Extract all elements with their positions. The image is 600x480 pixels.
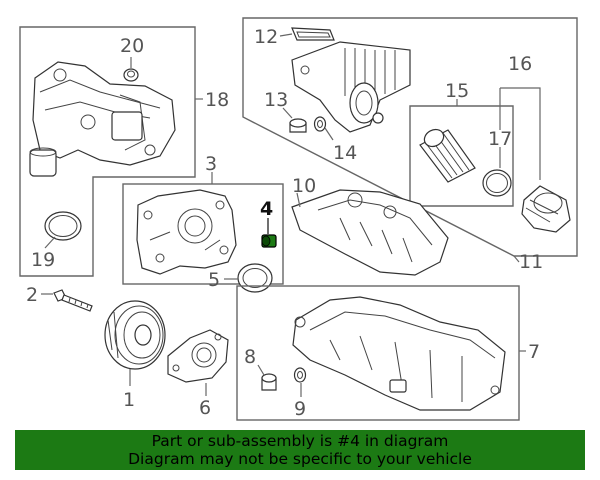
part-19-gasket (44, 211, 82, 241)
leader-13 (282, 107, 293, 119)
leader-16 (499, 87, 541, 180)
part-5-seal (237, 263, 273, 293)
leader-14 (324, 127, 334, 141)
callout-2: 2 (26, 284, 38, 306)
part-3-timing-cover (136, 189, 237, 275)
callout-15: 15 (445, 80, 469, 102)
part-9-washer (293, 367, 307, 383)
part-18-assembly (29, 61, 176, 177)
part-10-baffle (291, 189, 449, 276)
part-17-o-ring (482, 169, 512, 197)
callout-7: 7 (528, 341, 540, 363)
callout-12: 12 (254, 26, 278, 48)
part-4-highlighted (261, 234, 277, 248)
callout-11: 11 (519, 251, 543, 273)
callout-13: 13 (264, 89, 288, 111)
callout-1: 1 (123, 389, 135, 411)
part-1-pulley (104, 300, 166, 370)
callout-3: 3 (205, 153, 217, 175)
callout-20: 20 (120, 35, 144, 57)
callout-16: 16 (508, 53, 532, 75)
leader-8 (257, 364, 265, 376)
callout-17: 17 (488, 128, 512, 150)
part-2-bolt (53, 289, 93, 312)
callout-4: 4 (260, 198, 273, 220)
part-14-washer (313, 116, 327, 132)
info-banner: Part or sub-assembly is #4 in diagram Di… (15, 430, 585, 470)
callout-9: 9 (294, 398, 306, 420)
frame-11 (242, 17, 578, 257)
banner-line-1: Part or sub-assembly is #4 in diagram (151, 432, 449, 450)
frame-7 (236, 285, 520, 421)
frame-3 (122, 183, 284, 285)
part-8-drain-plug (261, 373, 277, 391)
banner-line-2: Diagram may not be specific to your vehi… (128, 450, 472, 468)
part-6-seal-housing (167, 329, 229, 383)
callout-5: 5 (208, 269, 220, 291)
frame-15 (409, 105, 514, 207)
part-12-gasket (291, 27, 335, 41)
part-20-plug (123, 68, 139, 82)
leader-19 (44, 236, 56, 249)
part-13-plug (289, 118, 307, 133)
part-16-cap (521, 185, 571, 233)
callout-14: 14 (333, 142, 357, 164)
frame-18 (19, 26, 196, 277)
leader-10 (296, 192, 301, 208)
callout-8: 8 (244, 346, 256, 368)
part-11-oil-cooler (291, 41, 411, 133)
callout-19: 19 (31, 249, 55, 271)
part-15-filter (419, 128, 476, 183)
callout-6: 6 (199, 397, 211, 419)
callout-18: 18 (205, 89, 229, 111)
callout-10: 10 (292, 175, 316, 197)
part-7-oil-pan (292, 296, 506, 411)
leader-11 (513, 255, 520, 263)
leader-12 (279, 33, 293, 37)
parts-diagram: 1 2 3 4 5 6 7 8 9 10 11 12 13 14 15 16 1… (19, 17, 578, 421)
